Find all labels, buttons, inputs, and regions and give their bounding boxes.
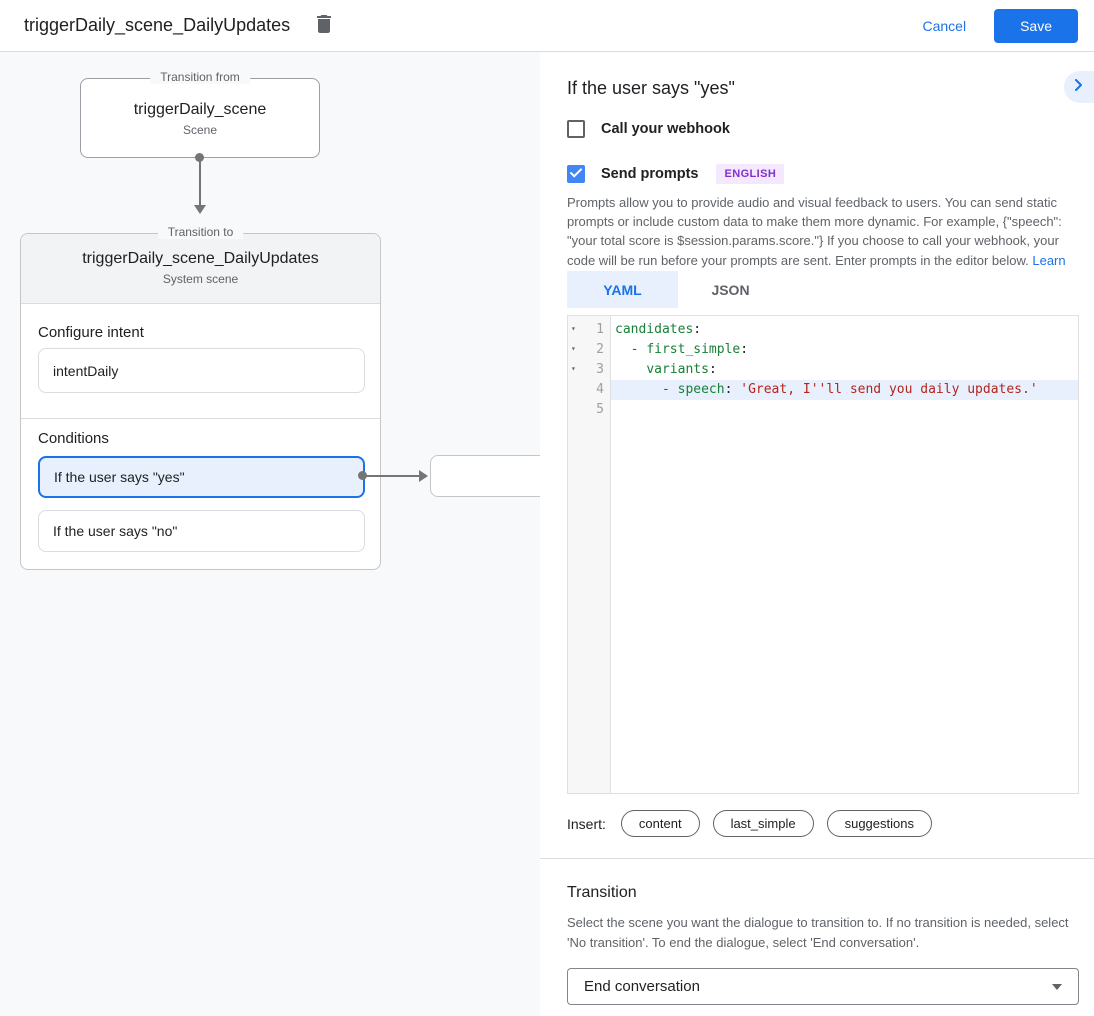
prompts-description: Prompts allow you to provide audio and v… — [567, 193, 1079, 289]
intent-item[interactable]: intentDaily — [38, 348, 365, 393]
app-bar: triggerDaily_scene_DailyUpdates Cancel S… — [0, 0, 1094, 52]
from-node-title: triggerDaily_scene — [133, 101, 267, 118]
condition-detail-panel: If the user says "yes" Call your webhook… — [540, 52, 1094, 1016]
send-prompts-row: Send prompts ENGLISH — [567, 164, 785, 184]
gutter-line: ▾1 — [568, 320, 610, 340]
delete-button[interactable] — [308, 10, 340, 42]
transition-select[interactable]: End conversation — [567, 968, 1079, 1005]
line-number: 1 — [596, 322, 604, 337]
save-button[interactable]: Save — [994, 8, 1078, 43]
line-number: 2 — [596, 342, 604, 357]
call-webhook-checkbox[interactable] — [567, 120, 585, 138]
gutter-line: ▾2 — [568, 340, 610, 360]
tab-json[interactable]: JSON — [711, 281, 750, 298]
fold-arrow-icon[interactable]: ▾ — [571, 344, 576, 353]
send-prompts-checkbox[interactable] — [567, 165, 585, 183]
line-number: 4 — [596, 382, 604, 397]
transition-to-node: Transition to triggerDaily_scene_DailyUp… — [20, 225, 381, 570]
connector-dot-horizontal — [358, 471, 367, 480]
code-line: - speech: 'Great, I''ll send you daily u… — [611, 380, 1078, 400]
dropdown-caret-icon — [1052, 983, 1062, 990]
prompts-description-text: Prompts allow you to provide audio and v… — [567, 195, 1062, 268]
connector-dot-vertical — [195, 153, 204, 162]
transition-target-node[interactable] — [430, 455, 540, 497]
line-number: 5 — [596, 402, 604, 417]
line-number: 3 — [596, 362, 604, 377]
transition-from-node[interactable]: Transition from triggerDaily_scene Scene — [80, 70, 320, 158]
code-line — [611, 400, 1078, 420]
call-webhook-label: Call your webhook — [601, 121, 730, 137]
configure-intent-label: Configure intent — [38, 324, 144, 341]
chevron-right-icon — [1074, 78, 1084, 96]
transition-to-legend: Transition to — [157, 225, 244, 239]
flow-canvas: Transition from triggerDaily_scene Scene… — [0, 52, 540, 1016]
fold-arrow-icon[interactable]: ▾ — [571, 364, 576, 373]
arrow-down-icon — [194, 205, 206, 214]
connector-line-horizontal — [366, 475, 419, 477]
language-badge: ENGLISH — [716, 164, 785, 184]
connector-line-vertical — [199, 158, 201, 205]
editor-tabs: YAML JSON — [567, 271, 783, 308]
insert-row: Insert: content last_simple suggestions — [567, 810, 932, 837]
arrow-right-icon — [419, 470, 428, 482]
collapse-panel-button[interactable] — [1064, 71, 1094, 103]
insert-chip-last_simple[interactable]: last_simple — [712, 810, 814, 837]
checkmark-icon — [570, 165, 582, 183]
to-node-subtitle: System scene — [162, 272, 239, 286]
transition-section-title: Transition — [567, 884, 637, 901]
condition-item-0[interactable]: If the user says "yes" — [38, 456, 365, 498]
insert-chip-suggestions[interactable]: suggestions — [826, 810, 932, 837]
code-line: - first_simple: — [630, 342, 749, 357]
to-node-title: triggerDaily_scene_DailyUpdates — [82, 250, 319, 267]
tab-yaml[interactable]: YAML — [567, 271, 678, 308]
transition-from-legend: Transition from — [150, 70, 250, 84]
webhook-row: Call your webhook — [567, 120, 730, 138]
gutter-line: 5 — [568, 400, 610, 420]
conditions-label: Conditions — [38, 430, 109, 447]
gutter-line: ▾3 — [568, 360, 610, 380]
transition-description: Select the scene you want the dialogue t… — [567, 915, 1069, 950]
insert-label: Insert: — [567, 815, 606, 832]
scene-header: triggerDaily_scene_DailyUpdates System s… — [21, 234, 380, 304]
cancel-button[interactable]: Cancel — [922, 17, 967, 34]
editor-code-area: candidates: - first_simple: variants: - … — [611, 316, 1078, 793]
code-line: candidates: — [615, 322, 702, 337]
transition-selected-value: End conversation — [584, 978, 700, 995]
page-title: triggerDaily_scene_DailyUpdates — [24, 15, 291, 35]
insert-chip-content[interactable]: content — [620, 810, 700, 837]
fold-arrow-icon[interactable]: ▾ — [571, 324, 576, 333]
condition-panel-title: If the user says "yes" — [567, 78, 735, 98]
code-line: variants: — [646, 362, 717, 377]
gutter-line: 4 — [568, 380, 610, 400]
trash-icon — [315, 13, 333, 38]
panel-divider — [540, 858, 1094, 859]
send-prompts-label: Send prompts — [601, 166, 699, 182]
scene-divider — [21, 418, 380, 419]
from-node-subtitle: Scene — [182, 123, 218, 137]
condition-item-1[interactable]: If the user says "no" — [38, 510, 365, 552]
